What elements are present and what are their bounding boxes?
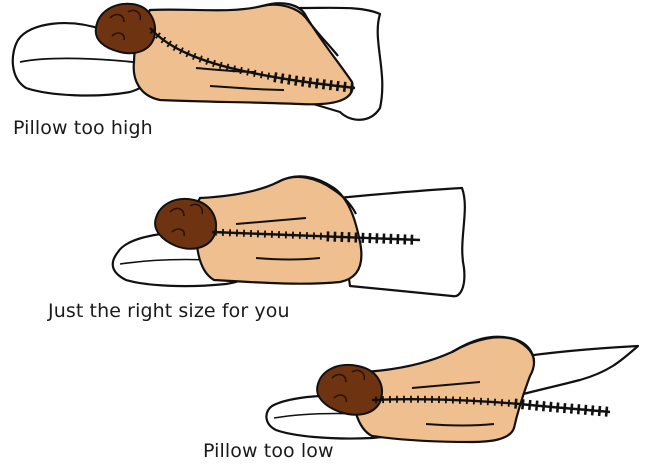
head-high [96, 4, 155, 53]
caption-pillow-too-high: Pillow too high [13, 117, 153, 139]
vertebra-tick [564, 403, 565, 413]
panel-pillow-too-low [266, 337, 638, 442]
vertebra-tick [344, 82, 345, 92]
vertebra-tick [509, 400, 510, 407]
vertebra-tick [592, 405, 593, 415]
vertebra-tick [337, 81, 338, 91]
vertebra-tick [557, 403, 558, 413]
vertebra-tick [543, 401, 544, 411]
vertebra-tick [330, 80, 331, 90]
vertebra-tick [571, 404, 572, 414]
caption-pillow-too-low: Pillow too low [203, 440, 334, 462]
vertebra-tick [351, 83, 352, 93]
vertebra-tick [275, 72, 277, 82]
vertebra-tick [302, 77, 303, 87]
vertebra-tick [323, 79, 324, 89]
vertebra-tick [536, 401, 537, 411]
vertebra-tick [585, 405, 586, 415]
vertebra-tick [529, 400, 530, 410]
vertebra-tick [295, 76, 296, 86]
vertebra-tick [309, 78, 310, 88]
vertebra-tick [599, 406, 600, 416]
vertebra-tick [268, 73, 269, 80]
vertebra-tick [606, 407, 607, 417]
vertebra-tick [288, 75, 290, 85]
vertebra-tick [515, 399, 516, 409]
vertebra-tick [578, 404, 579, 414]
vertebra-tick [550, 402, 551, 412]
panel-pillow-too-high [13, 3, 383, 120]
vertebra-tick [316, 79, 317, 89]
vertebra-tick [281, 74, 283, 84]
vertebra-tick [522, 399, 523, 409]
caption-just-right: Just the right size for you [48, 300, 290, 322]
